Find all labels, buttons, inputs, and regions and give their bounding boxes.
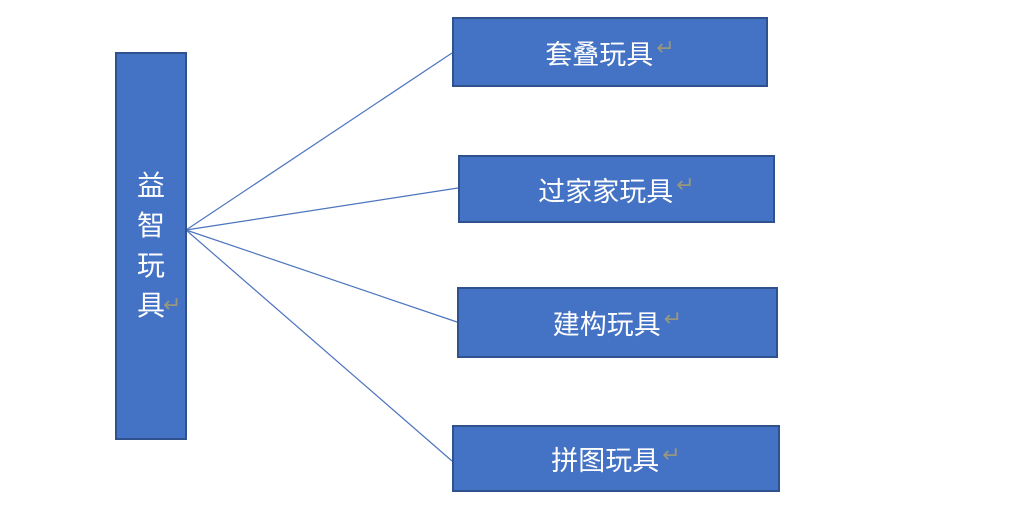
paragraph-return-icon: ↵ — [163, 292, 182, 317]
paragraph-return-icon: ↵ — [663, 305, 683, 331]
paragraph-return-icon: ↵ — [662, 441, 681, 467]
node-root[interactable]: 益智玩具 ↵ — [115, 52, 187, 440]
node-child-3-label: 建构玩具 — [552, 310, 661, 340]
paragraph-return-icon: ↵ — [676, 172, 695, 197]
node-child-1-label: 套叠玩具 — [545, 39, 654, 70]
node-child-2-label: 过家家玩具 — [538, 176, 674, 207]
node-root-label: 益智玩具 — [136, 170, 165, 321]
node-child-1[interactable]: 套叠玩具 ↵ — [452, 17, 768, 87]
node-child-3[interactable]: 建构玩具 ↵ — [457, 287, 778, 358]
node-child-2[interactable]: 过家家玩具 ↵ — [458, 155, 775, 223]
node-child-4-label: 拼图玩具 — [551, 446, 660, 476]
node-child-4[interactable]: 拼图玩具 ↵ — [452, 425, 780, 492]
paragraph-return-icon: ↵ — [656, 35, 675, 60]
